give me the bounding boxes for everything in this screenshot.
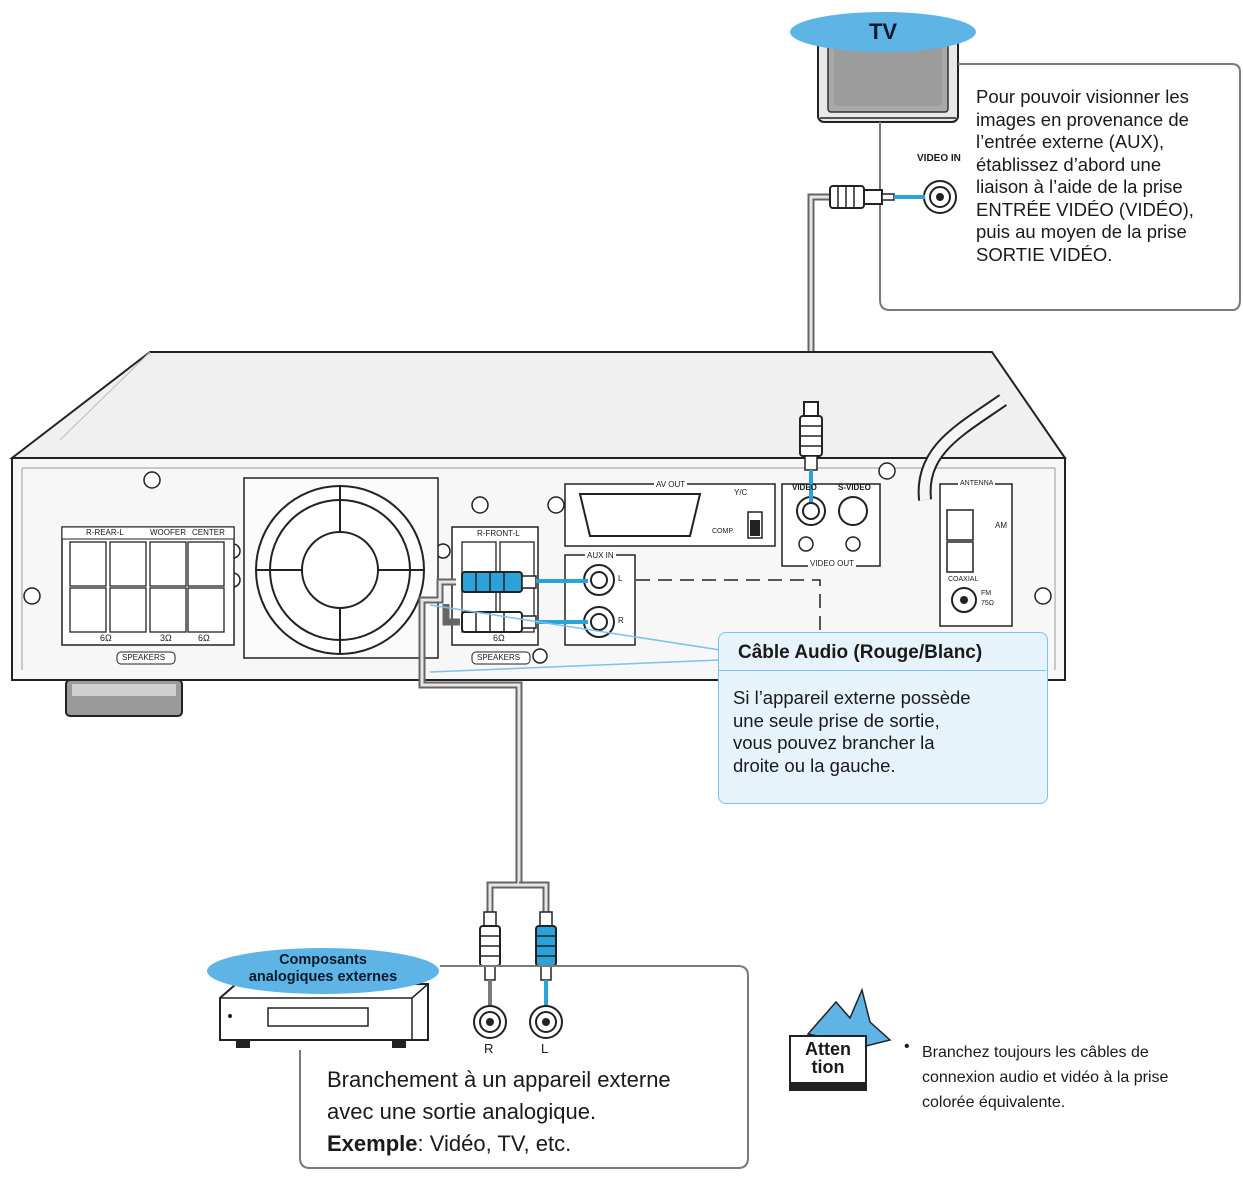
- audio-plugs-external: [479, 911, 557, 1008]
- video-out-panel: [781, 483, 881, 567]
- example-bold: Exemple: [327, 1131, 418, 1156]
- tv-note-line: liaison à l’aide de la prise: [976, 176, 1183, 197]
- callout-pointer: [429, 604, 721, 651]
- audio-cable-line: droite ou la gauche.: [733, 754, 896, 776]
- label-coaxial: COAXIAL: [948, 576, 979, 583]
- attention-text-line: Branchez toujours les câbles de: [922, 1044, 1149, 1061]
- label-r-rear-l: R-REAR-L: [86, 528, 124, 537]
- tv-note-line: images en provenance de: [976, 108, 1189, 130]
- audio-cable-line: Si l’appareil externe possède: [733, 687, 971, 708]
- audio-cable-line: une seule prise de sortie,: [733, 709, 940, 731]
- speaker-terminals-left: [61, 526, 235, 665]
- label-video: VIDEO: [792, 483, 817, 492]
- example-rest: : Vidéo, TV, etc.: [417, 1131, 572, 1156]
- speakers-label-front: SPEAKERS: [477, 653, 521, 662]
- video-plug-receiver: [799, 401, 823, 502]
- attention-line2: tion: [811, 1057, 845, 1077]
- tv-video-in-jack: [923, 180, 957, 214]
- label-woofer: WOOFER: [150, 528, 186, 537]
- external-badge: Composants analogiques externes: [207, 948, 439, 994]
- external-badge-line1: Composants: [279, 952, 367, 968]
- external-note-box: [299, 965, 749, 1169]
- speakers-label-left: SPEAKERS: [122, 653, 166, 662]
- label-fm-ohm: 75Ω: [981, 600, 995, 607]
- av-out-scart: [564, 483, 776, 547]
- attention-text: Branchez toujours les câbles de connexio…: [922, 1040, 1168, 1115]
- label-video-out: VIDEO OUT: [808, 559, 857, 568]
- tv-note-line: SORTIE VIDÉO.: [976, 243, 1113, 265]
- fan-grill: [243, 477, 439, 659]
- tv-note-line: ENTRÉE VIDÉO (VIDÉO),: [976, 198, 1194, 220]
- external-badge-line2: analogiques externes: [248, 969, 398, 985]
- label-aux-l: L: [618, 574, 623, 583]
- label-s-video: S-VIDEO: [838, 483, 871, 492]
- tv-note-line: l’entrée externe (AUX),: [976, 131, 1165, 152]
- label-center: CENTER: [192, 528, 225, 537]
- audio-cable-title: Câble Audio (Rouge/Blanc): [738, 642, 983, 663]
- tv-note-box: [879, 63, 1241, 311]
- ohm-rear: 6Ω: [100, 633, 112, 643]
- label-r-front-l: R-FRONT-L: [477, 529, 520, 538]
- label-antenna: ANTENNA: [958, 480, 996, 487]
- label-av-out: AV OUT: [654, 480, 688, 489]
- label-fm: FM: [981, 590, 992, 597]
- ohm-center: 6Ω: [198, 633, 210, 643]
- vcr-device: [219, 983, 429, 1048]
- audio-cable-callout: [718, 632, 1048, 804]
- attention-badge-text: Atten tion: [790, 1040, 866, 1076]
- label-aux-in: AUX IN: [585, 551, 616, 560]
- tv-note: Pour pouvoir visionner les images en pro…: [976, 86, 1194, 266]
- audio-cable-text: Si l’appareil externe possède une seule …: [733, 687, 971, 777]
- attention-bullet: •: [904, 1038, 910, 1055]
- callout-divider: [718, 670, 1046, 671]
- label-am: AM: [995, 521, 1007, 530]
- external-jacks: [473, 1005, 563, 1039]
- jack-l-label: L: [541, 1041, 549, 1056]
- ohm-front: 6Ω: [493, 633, 505, 643]
- label-aux-r: R: [618, 616, 624, 625]
- tv-badge: TV: [790, 12, 976, 52]
- attention-line1: Atten: [805, 1039, 851, 1059]
- video-in-label: VIDEO IN: [917, 153, 961, 164]
- tv-note-line: puis au moyen de la prise: [976, 221, 1187, 242]
- tv-note-line: Pour pouvoir visionner les: [976, 86, 1189, 107]
- antenna-panel: [939, 483, 1013, 627]
- attention-text-line: connexion audio et vidéo à la prise: [922, 1069, 1169, 1086]
- external-line1: Branchement à un appareil externe: [327, 1067, 671, 1092]
- label-comp: COMP.: [712, 528, 735, 535]
- attention-icon: [789, 987, 892, 1091]
- jack-r-label: R: [484, 1041, 494, 1056]
- tv-note-line: établissez d’abord une: [976, 153, 1162, 175]
- external-line2: avec une sortie analogique.: [327, 1099, 597, 1124]
- tv-set: [817, 29, 959, 123]
- aux-in-panel: [564, 554, 636, 646]
- external-example: Exemple: Vidéo, TV, etc.: [327, 1128, 671, 1160]
- external-description: Branchement à un appareil externe avec u…: [327, 1064, 671, 1160]
- ohm-woofer: 3Ω: [160, 633, 172, 643]
- audio-cable: [418, 578, 550, 912]
- audio-cable-line: vous pouvez brancher la: [733, 732, 935, 753]
- attention-text-line: colorée équivalente.: [922, 1094, 1066, 1111]
- speaker-terminals-front: [451, 526, 539, 665]
- label-yc: Y/C: [734, 488, 748, 497]
- video-plug-tv: [829, 185, 925, 209]
